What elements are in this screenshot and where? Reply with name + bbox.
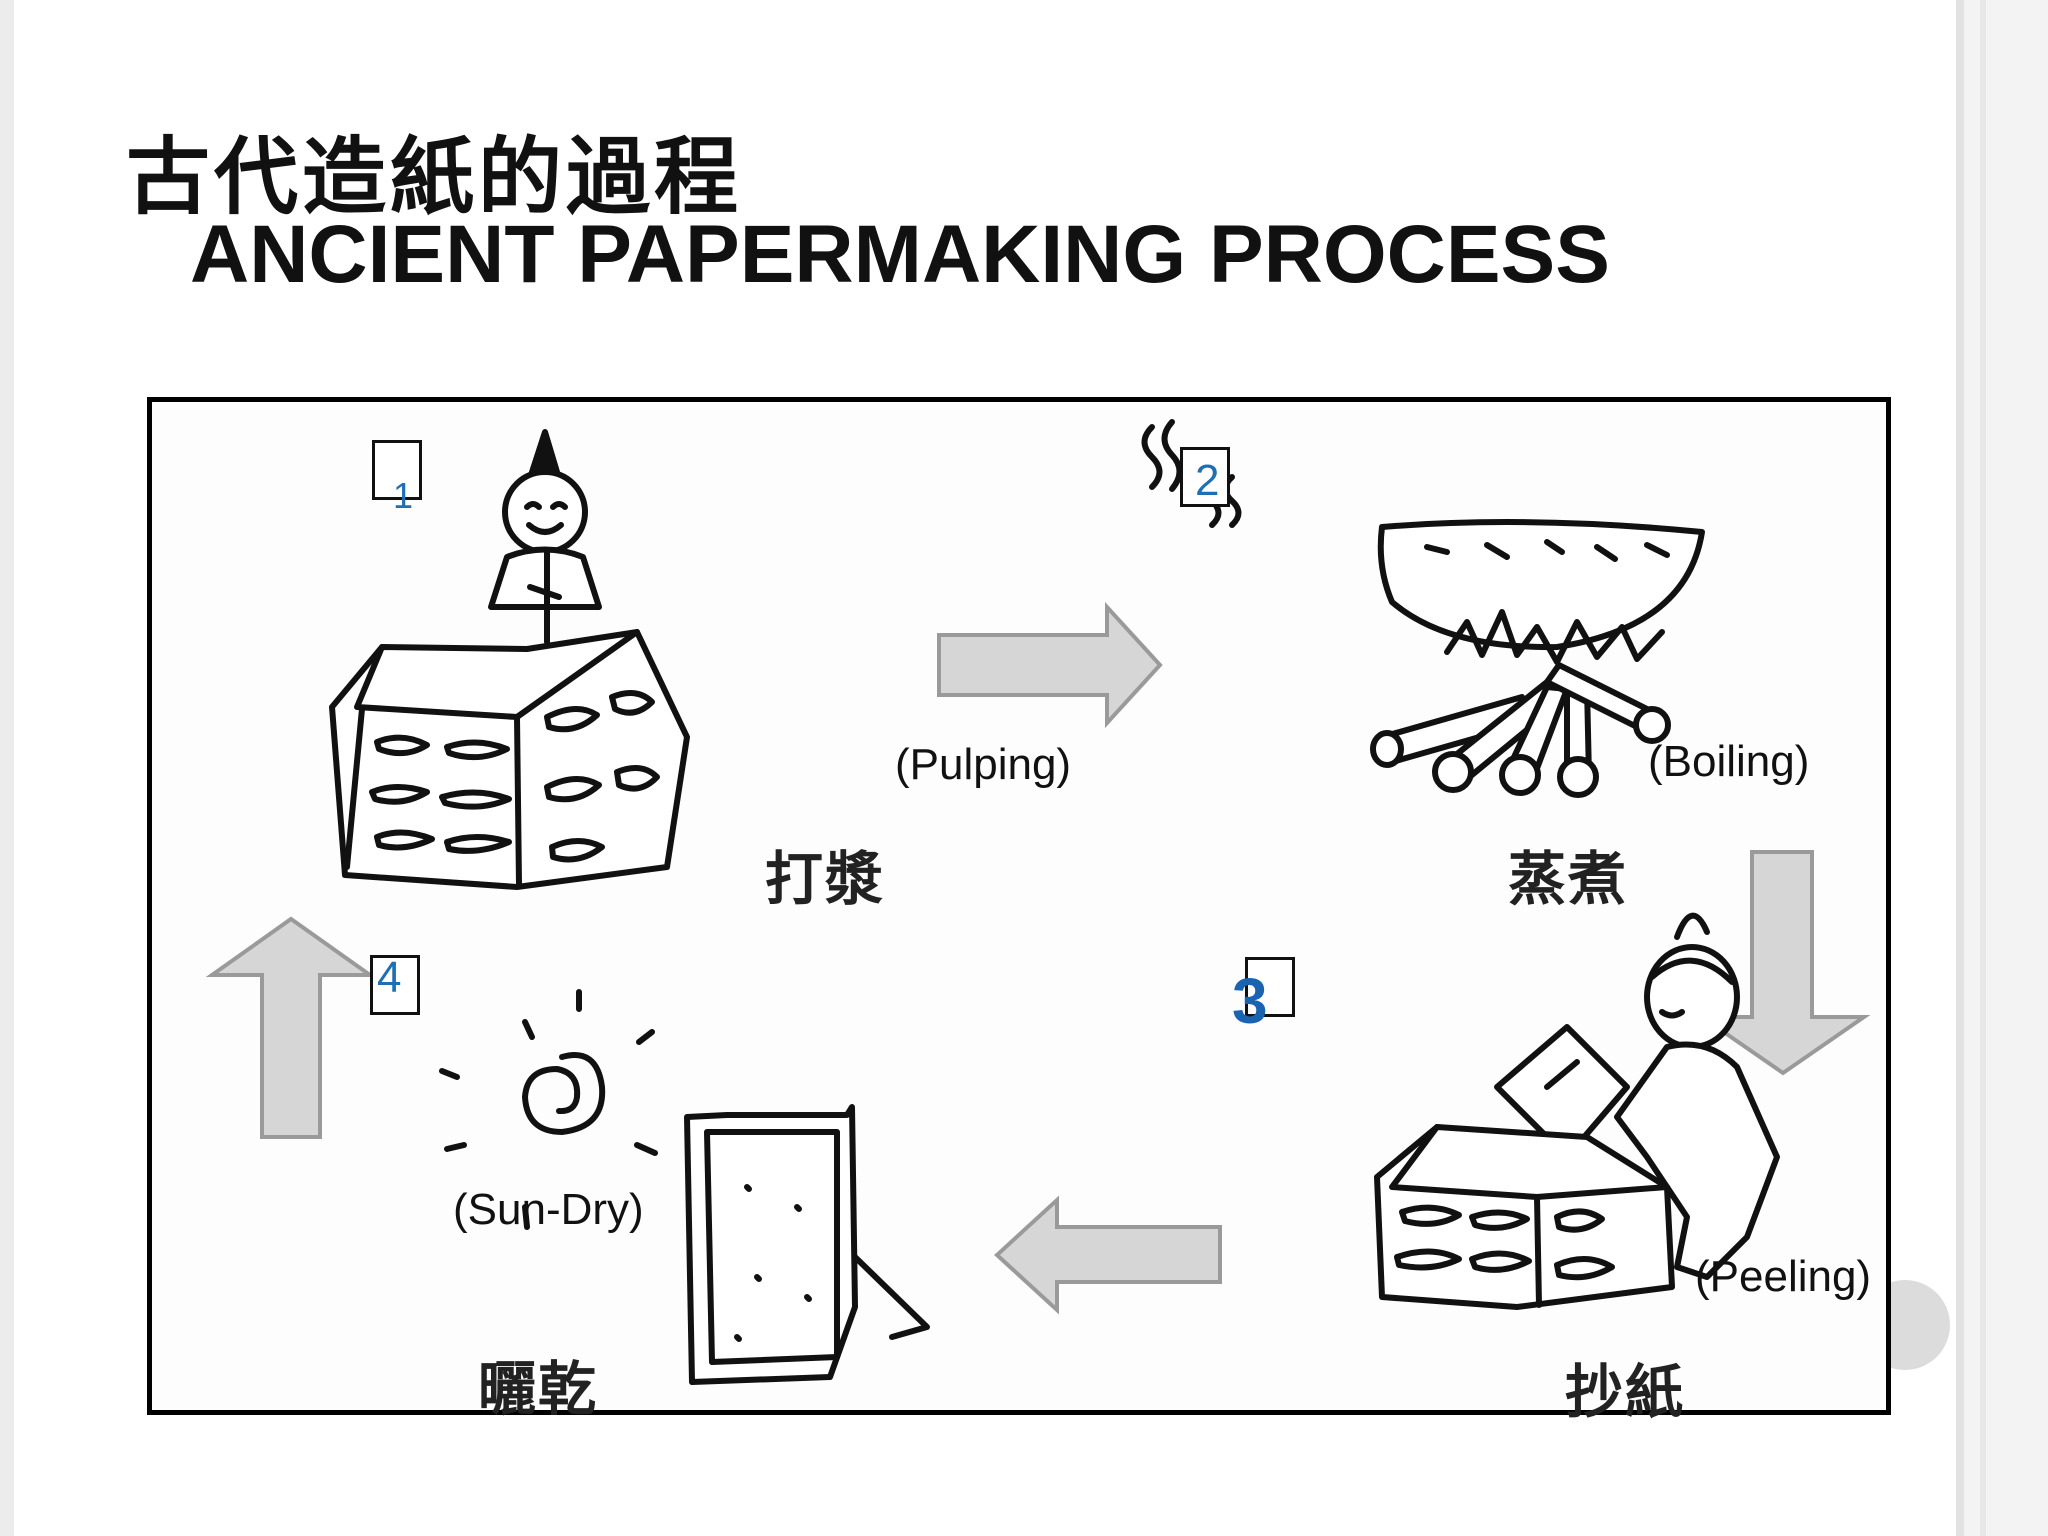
step-box-2 — [1180, 447, 1230, 507]
arrow-down-icon — [1695, 850, 1871, 1076]
process-diagram — [205, 419, 1871, 1385]
step-box-4 — [370, 955, 420, 1015]
caption-peeling: (Peeling) — [1695, 1252, 1872, 1301]
step-number-2: 2 — [1195, 456, 1220, 505]
label-papermaking-zh: 抄紙 — [1565, 1358, 1686, 1426]
worker-pulping-icon — [329, 429, 690, 890]
slide-edge-line — [1956, 0, 1964, 1536]
step-box-3 — [1245, 957, 1295, 1017]
title-chinese: 古代造紙的過程 — [126, 127, 743, 226]
arrow-right-icon — [937, 601, 1163, 729]
step-box-1 — [372, 440, 422, 500]
slide-edge-line — [1980, 0, 1986, 1536]
caption-pulping: (Pulping) — [895, 740, 1072, 789]
slide-edge-left — [0, 0, 14, 1536]
step-number-4: 4 — [377, 953, 402, 1002]
arrow-left-icon — [994, 1195, 1222, 1315]
label-boiling-zh: 蒸煮 — [1508, 845, 1629, 913]
label-sun-dry-zh: 曬乾 — [478, 1355, 599, 1423]
drying-frame-icon — [684, 1104, 930, 1385]
caption-sun-dry: (Sun-Dry) — [453, 1185, 644, 1234]
step-number-1: 1 — [393, 475, 414, 516]
slide-edge-right — [1956, 0, 2048, 1536]
step-number-3: 3 — [1232, 965, 1268, 1037]
label-pulping-zh: 打漿 — [765, 845, 886, 913]
caption-boiling: (Boiling) — [1648, 737, 1810, 786]
arrow-up-icon — [205, 916, 377, 1139]
title-english: ANCIENT PAPERMAKING PROCESS — [190, 209, 1610, 300]
boiling-pot-icon — [1141, 419, 1705, 798]
worker-papermaking-icon — [1374, 912, 1780, 1310]
sun-icon — [439, 989, 658, 1230]
